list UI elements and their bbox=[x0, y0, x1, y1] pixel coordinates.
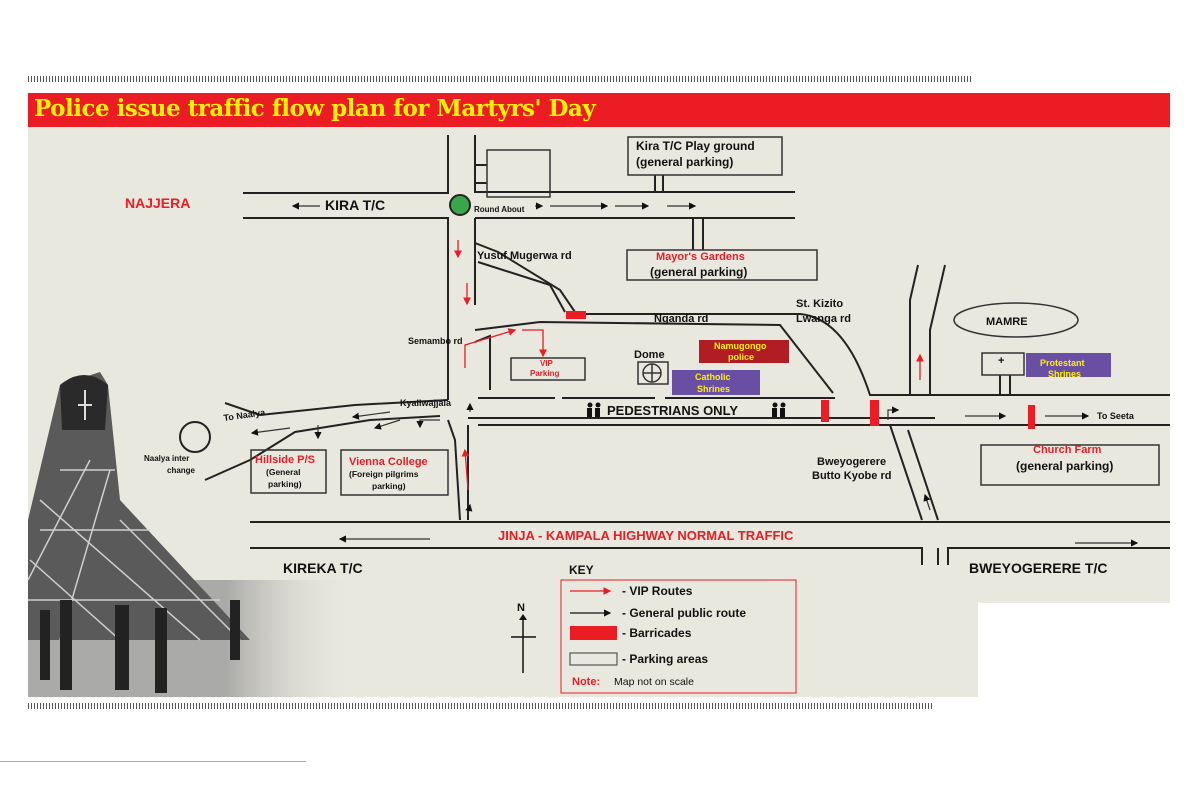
label-protestant-shrines-2: Shrines bbox=[1048, 369, 1081, 379]
label-church-farm: Church Farm bbox=[1033, 444, 1102, 456]
label-mayors-gardens: Mayor's Gardens bbox=[656, 251, 745, 263]
label-roundabout: Round About bbox=[474, 205, 525, 214]
label-kira-playground-sub: (general parking) bbox=[636, 155, 733, 169]
svg-text:KEY: KEY bbox=[569, 563, 594, 577]
label-hillside-sub1: (General bbox=[266, 467, 301, 477]
title-bar: Police issue traffic flow plan for Marty… bbox=[28, 93, 1170, 127]
label-st-kizito: St. Kizito bbox=[796, 298, 843, 310]
label-pedestrians-only: PEDESTRIANS ONLY bbox=[607, 403, 738, 418]
top-rule bbox=[28, 76, 973, 82]
label-catholic-shrines: Catholic bbox=[695, 372, 731, 382]
label-vip-parking: VIP bbox=[540, 359, 554, 368]
label-nganda-rd: Nganda rd bbox=[654, 313, 708, 325]
label-mayors-gardens-sub: (general parking) bbox=[650, 265, 747, 279]
shrine-photo bbox=[27, 372, 358, 697]
key-general-route: - General public route bbox=[622, 606, 746, 620]
footer-line bbox=[0, 761, 306, 762]
label-vienna-sub1: (Foreign pilgrims bbox=[349, 469, 419, 479]
key-vip-routes: - VIP Routes bbox=[622, 584, 693, 598]
dome-icon bbox=[642, 363, 662, 383]
page-title: Police issue traffic flow plan for Marty… bbox=[34, 95, 596, 122]
label-dispensary-plus: + bbox=[998, 355, 1004, 367]
label-hillside-sub2: parking) bbox=[268, 479, 302, 489]
label-lwanga-rd: Lwanga rd bbox=[796, 313, 851, 325]
key-barricades: - Barricades bbox=[622, 626, 692, 640]
vip-routes bbox=[454, 240, 924, 491]
label-protestant-shrines: Protestant bbox=[1040, 358, 1085, 368]
label-dome: Dome bbox=[634, 349, 665, 361]
label-vienna-college: Vienna College bbox=[349, 456, 428, 468]
label-naalya-interchange: Naalya inter bbox=[144, 454, 189, 463]
key-note-label: Note: bbox=[572, 676, 600, 688]
roads bbox=[179, 135, 1170, 565]
label-highway: JINJA - KAMPALA HIGHWAY NORMAL TRAFFIC bbox=[498, 528, 794, 543]
map-key: KEY - VIP Routes - General public route … bbox=[560, 563, 797, 694]
roundabout-marker bbox=[449, 194, 471, 216]
label-kireka-tc: KIREKA T/C bbox=[283, 560, 363, 576]
label-mamre: MAMRE bbox=[986, 316, 1028, 328]
barricades bbox=[566, 311, 1035, 429]
bottom-rule bbox=[28, 703, 933, 709]
label-yusuf-mugerwa-rd: Yusuf Mugerwa rd bbox=[477, 250, 572, 262]
svg-text:N: N bbox=[517, 602, 525, 614]
north-compass: N bbox=[511, 602, 536, 673]
label-kyaliwajjala: Kyaliwajjala bbox=[400, 398, 452, 408]
label-semambo-rd: Semambo rd bbox=[408, 336, 463, 346]
label-church-farm-sub: (general parking) bbox=[1016, 459, 1113, 473]
label-bweyogerere-tc: BWEYOGERERE T/C bbox=[969, 560, 1107, 576]
label-catholic-shrines-2: Shrines bbox=[697, 384, 730, 394]
label-bweyogerere-rd: Bweyogerere bbox=[817, 456, 886, 468]
protestant-shrines-block bbox=[1026, 353, 1111, 377]
general-routes bbox=[250, 202, 1139, 547]
label-najjera: NAJJERA bbox=[125, 195, 190, 211]
key-parking-areas: - Parking areas bbox=[622, 652, 708, 666]
label-vip-parking-2: Parking bbox=[530, 369, 559, 378]
label-namugongo-police: Namugongo bbox=[714, 341, 767, 351]
label-namugongo-police-2: police bbox=[728, 352, 754, 362]
label-kira-tc: KIRA T/C bbox=[325, 197, 385, 213]
catholic-shrines-block bbox=[672, 370, 760, 395]
label-naalya-interchange-2: change bbox=[167, 466, 196, 475]
pedestrian-icons bbox=[587, 402, 786, 417]
key-note-text: Map not on scale bbox=[614, 676, 694, 688]
parking-areas bbox=[250, 136, 1160, 496]
label-kira-playground: Kira T/C Play ground bbox=[636, 139, 755, 153]
label-to-seeta: To Seeta bbox=[1097, 411, 1135, 421]
label-butto-kyobe-rd: Butto Kyobe rd bbox=[812, 470, 891, 482]
label-hillside: Hillside P/S bbox=[255, 454, 315, 466]
namugongo-police-block bbox=[699, 340, 789, 363]
label-vienna-sub2: parking) bbox=[372, 481, 406, 491]
